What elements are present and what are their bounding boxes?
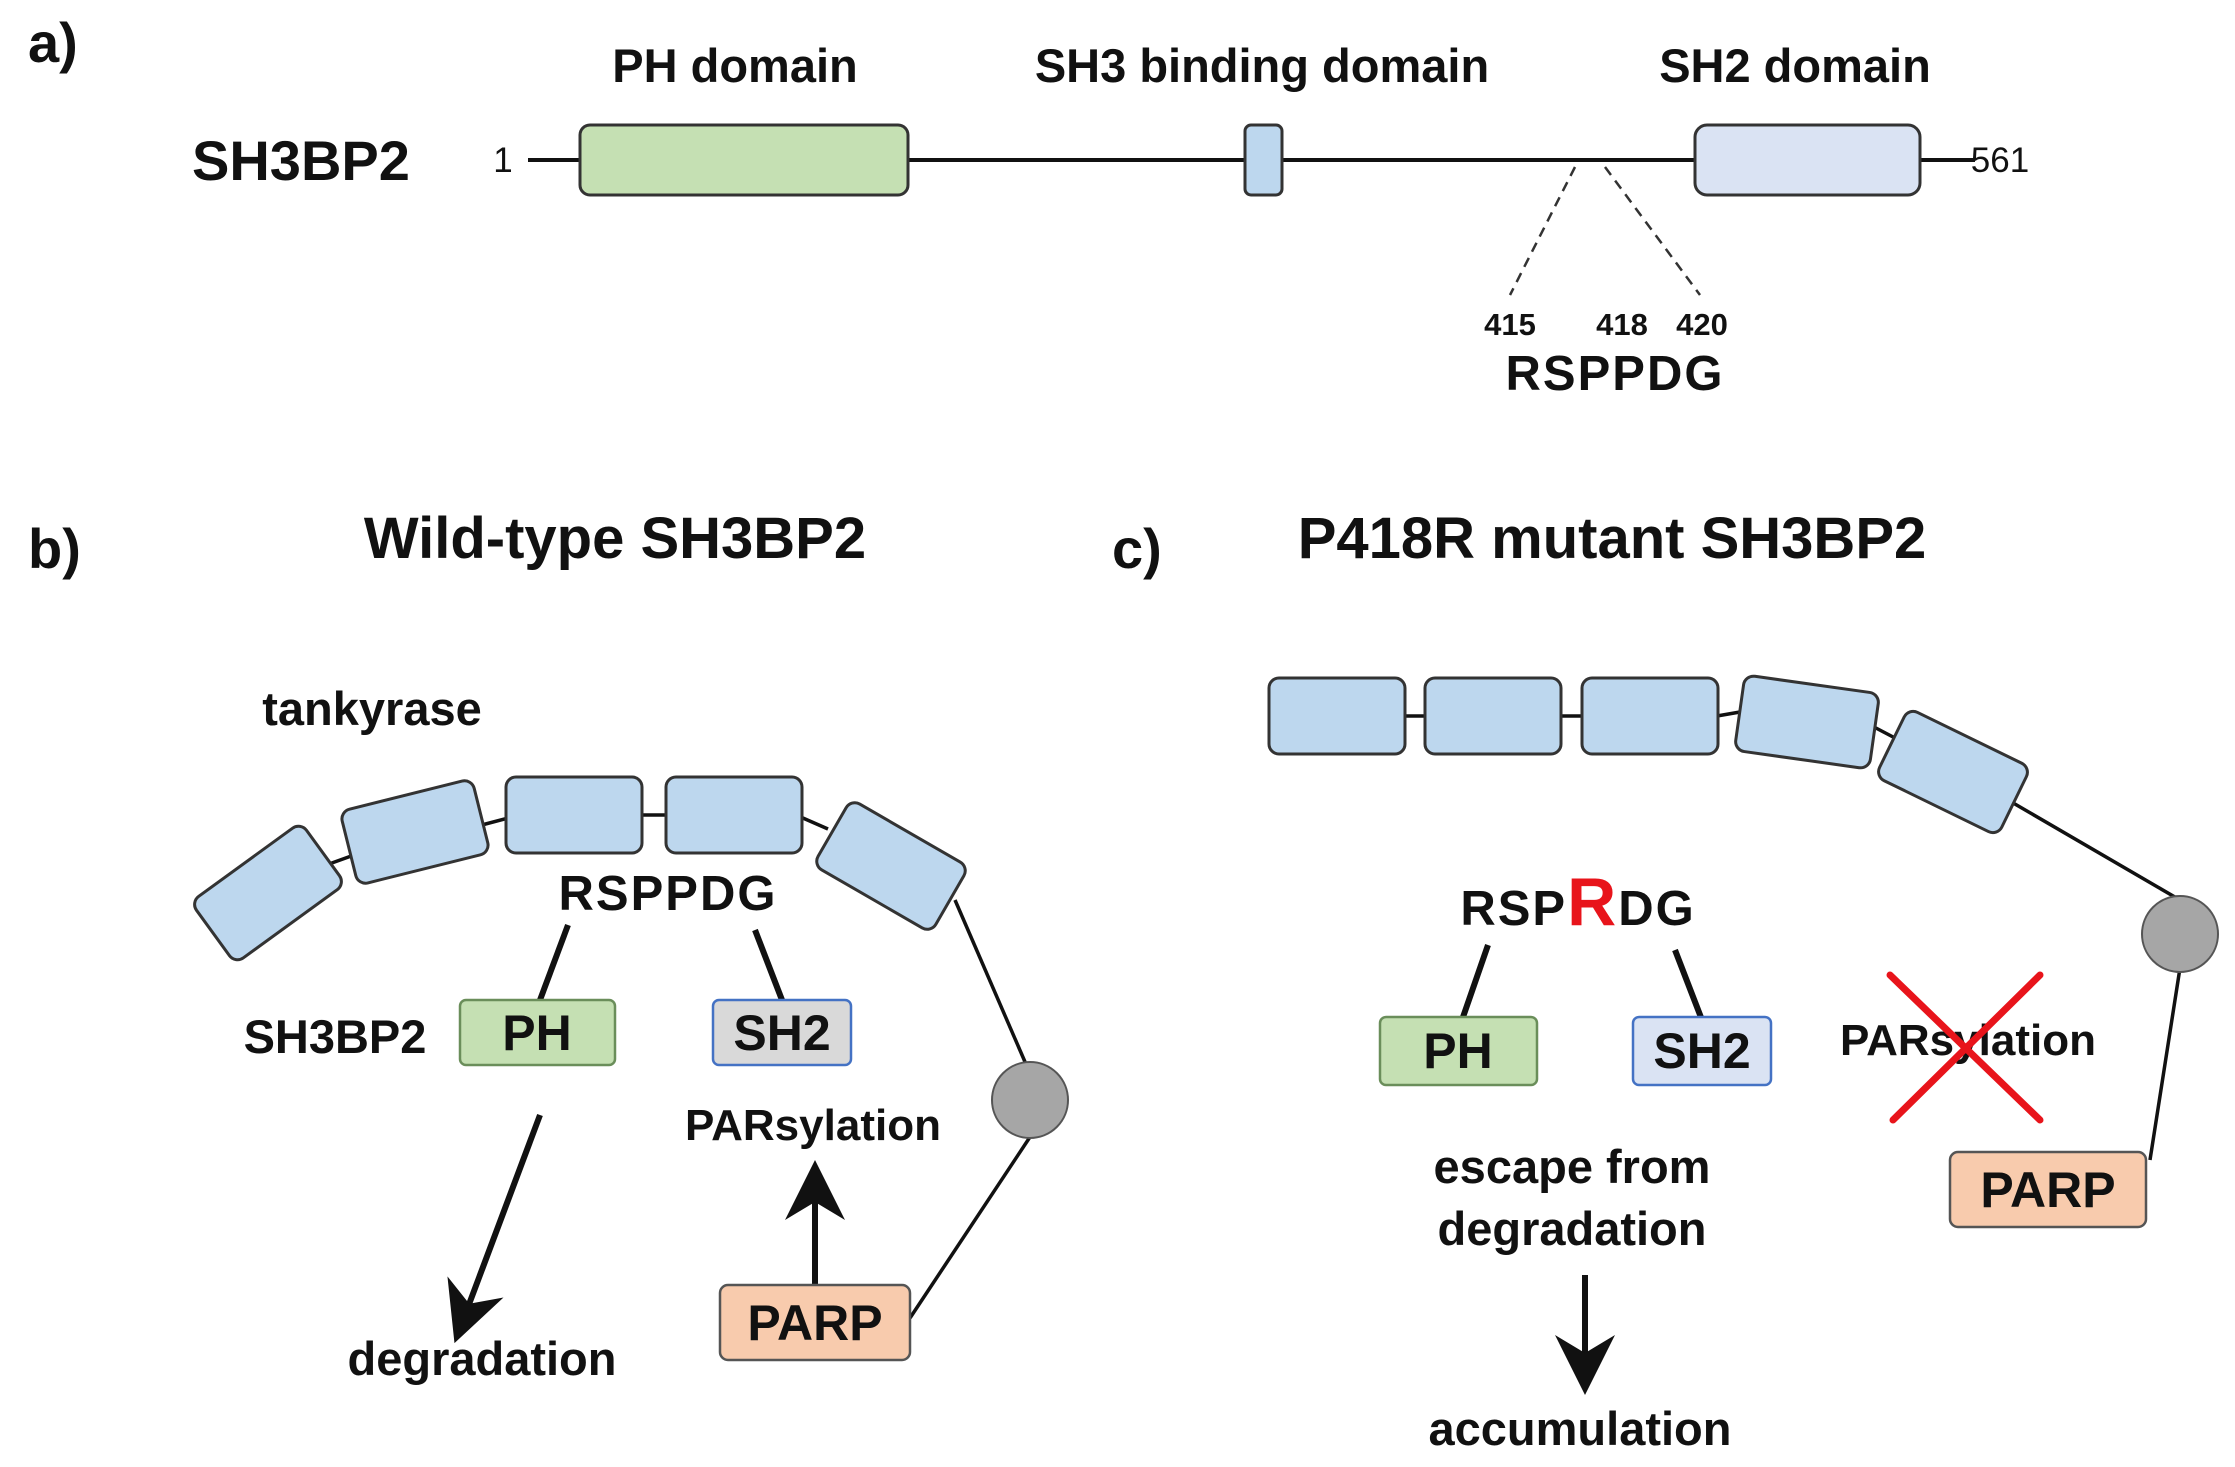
sh2-domain-label: SH2 domain [1659, 39, 1931, 92]
panel-a: a) PH domain SH3 binding domain SH2 doma… [28, 11, 2029, 401]
sh2-box-mutant [1631, 1015, 1773, 1087]
motif-suffix: DG [1618, 882, 1696, 936]
sh2-binding-line [752, 928, 785, 1002]
sh3-binding-domain-label: SH3 binding domain [1035, 39, 1489, 92]
residue-415: 415 [1484, 307, 1536, 342]
sh2-label-mutant: SH2 [1653, 1023, 1750, 1079]
ph-line-mutant [1459, 944, 1491, 1021]
escape-label-line1: escape from [1434, 1140, 1711, 1193]
tankyrase-repeat [1877, 709, 2029, 835]
degradation-label: degradation [348, 1332, 617, 1385]
accumulation-label: accumulation [1429, 1402, 1732, 1455]
blocked-cross-icon [1886, 971, 2044, 1124]
tankyrase-node-mutant [2141, 895, 2219, 973]
tankyrase-label: tankyrase [262, 682, 482, 735]
panel-c-title: P418R mutant SH3BP2 [1298, 506, 1927, 571]
panel-a-label: a) [28, 11, 78, 74]
tankyrase-repeat [1423, 676, 1563, 756]
residue-418: 418 [1596, 307, 1648, 342]
parp-label-wt: PARP [747, 1295, 882, 1351]
parsylation-label-wt: PARsylation [685, 1101, 941, 1150]
escape-label-line2: degradation [1438, 1202, 1707, 1255]
tankyrase-repeats-mutant [1267, 674, 2029, 835]
ph-box-wt [458, 998, 617, 1067]
end-residue: 561 [1971, 141, 2029, 180]
tankyrase-repeat [504, 775, 644, 855]
ph-box-mutant [1378, 1015, 1539, 1087]
parp-box-mutant [1948, 1150, 2148, 1229]
sh3-binding-domain-box [1243, 123, 1284, 197]
tankyrase-node [991, 1061, 1069, 1139]
motif-sequence-mutant: RSPRDG [1460, 864, 1695, 940]
tankyrase-repeats [193, 775, 967, 962]
ph-label-wt: PH [502, 1005, 571, 1061]
ph-label-mutant: PH [1423, 1023, 1492, 1079]
motif-sequence-wt: RSPPDG [559, 867, 778, 921]
ph-binding-line [537, 923, 571, 1002]
tankyrase-repeat [664, 775, 804, 855]
tankyrase-repeat [340, 779, 490, 885]
motif-prefix: RSP [1460, 882, 1567, 936]
sh2-box-wt [711, 998, 853, 1067]
sh3bp2-label: SH3BP2 [244, 1010, 427, 1063]
sh2-domain-box [1693, 123, 1922, 197]
panel-b: b) Wild-type SH3BP2 tankyrase RSPPDG SH3… [28, 506, 1069, 1385]
motif-sequence: RSPPDG [1506, 347, 1725, 401]
degradation-arrow [447, 1113, 543, 1344]
tankyrase-repeat [1580, 676, 1720, 756]
panel-b-label: b) [28, 517, 81, 580]
start-residue: 1 [493, 141, 512, 180]
panel-c-label: c) [1112, 517, 1162, 580]
tankyrase-repeat [1734, 674, 1880, 770]
tankyrase-repeat [815, 801, 967, 931]
parp-box-wt [718, 1283, 912, 1362]
tankyrase-repeat [1267, 676, 1407, 756]
ph-domain-label: PH domain [612, 39, 857, 92]
ph-domain-box [578, 123, 910, 197]
sh2-line-mutant [1672, 948, 1705, 1022]
residue-420: 420 [1676, 307, 1728, 342]
sh2-label-wt: SH2 [733, 1005, 830, 1061]
tankyrase-repeat [193, 824, 343, 962]
panel-c: c) P418R mutant SH3BP2 RSPRDG PH SH2 PAR… [1112, 506, 2219, 1455]
zoom-line-left [1508, 166, 1577, 296]
zoom-line-right [1603, 166, 1702, 296]
tankyrase-connectors-mutant [1405, 710, 2182, 1161]
mutated-residue: R [1567, 864, 1618, 940]
panel-b-title: Wild-type SH3BP2 [364, 506, 866, 571]
protein-name: SH3BP2 [192, 129, 410, 192]
parp-label-mutant: PARP [1980, 1162, 2115, 1218]
parsylation-label-mutant: PARsylation [1840, 1016, 2096, 1065]
